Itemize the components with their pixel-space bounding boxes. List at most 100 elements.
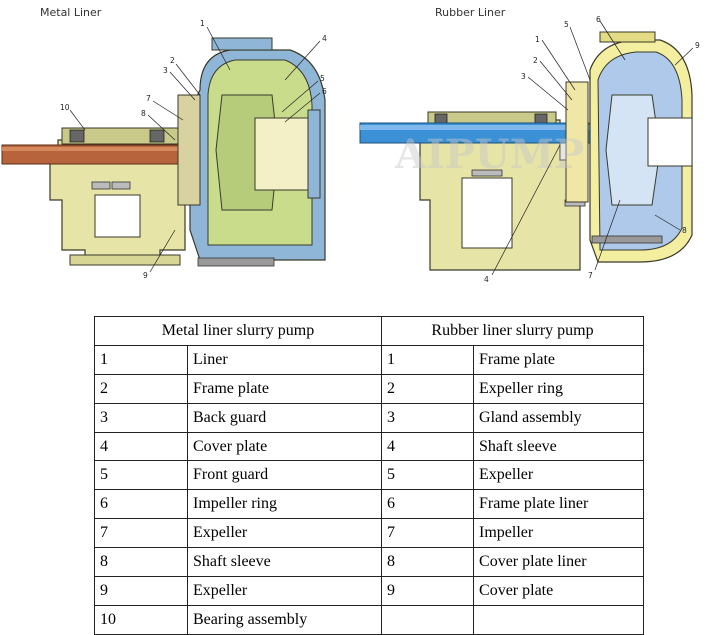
- metal-callout-4: 4: [322, 34, 327, 43]
- rubber-part-number: 1: [381, 344, 475, 375]
- metal-part-number: 7: [94, 518, 188, 549]
- parts-table-header-row: Metal liner slurry pump Rubber liner slu…: [93, 316, 645, 346]
- metal-callout-5: 5: [320, 74, 325, 83]
- rubber-callout-8: 8: [682, 226, 687, 235]
- metal-discharge-flange: [211, 37, 273, 51]
- metal-callout-leaders: [69, 26, 321, 273]
- metal-part-name: Frame plate: [186, 373, 383, 404]
- metal-suction-flange: [307, 109, 321, 199]
- rubber-callout-4: 4: [484, 275, 489, 284]
- metal-callout-9: 9: [143, 271, 148, 280]
- rubber-frame-window: [461, 177, 513, 249]
- rubber-part-name: Expeller: [473, 460, 645, 491]
- rubber-part-number: 3: [381, 402, 475, 433]
- rubber-part-name: Gland assembly: [473, 402, 645, 433]
- metal-shaft-highlight: [2, 147, 227, 151]
- metal-base-bolt-1: [197, 257, 275, 267]
- metal-part-name: Liner: [186, 344, 383, 375]
- rubber-part-number: 8: [381, 547, 475, 578]
- rubber-discharge-flange: [599, 31, 656, 43]
- metal-part-name: Shaft sleeve: [186, 547, 383, 578]
- metal-frame-base: [69, 254, 181, 266]
- metal-stuffing-box: [177, 94, 201, 206]
- rubber-part-name: Frame plate liner: [473, 489, 645, 520]
- rubber-callout-leaders: [491, 20, 694, 276]
- rubber-stuffing-box: [565, 81, 589, 203]
- metal-part-number: 5: [94, 460, 188, 491]
- rubber-part-name: Cover plate liner: [473, 547, 645, 578]
- metal-bearing-right: [149, 129, 165, 143]
- metal-suction-pipe: [254, 117, 314, 191]
- metal-part-number: 10: [94, 604, 188, 635]
- metal-callout-8: 8: [141, 109, 146, 118]
- rubber-callout-2: 2: [533, 56, 538, 65]
- rubber-callout-5: 5: [564, 20, 569, 29]
- rubber-liner-pump-drawing: AIPUMP 1 2 3 4 5 6 7 8 9: [359, 15, 700, 284]
- metal-part-name: Cover plate: [186, 431, 383, 462]
- metal-part-number: 1: [94, 344, 188, 375]
- metal-part-number: 8: [94, 547, 188, 578]
- metal-part-name: Back guard: [186, 402, 383, 433]
- rubber-part-name: Impeller: [473, 518, 645, 549]
- metal-part-name: Expeller: [186, 576, 383, 606]
- rubber-part-name: Cover plate: [473, 576, 645, 606]
- metal-callout-1: 1: [200, 19, 205, 28]
- metal-part-name: Bearing assembly: [186, 604, 383, 635]
- rubber-frame-bolt-1: [471, 169, 503, 177]
- metal-callout-10: 10: [60, 103, 70, 112]
- rubber-callout-6: 6: [596, 15, 601, 24]
- watermark-text: AIPUMP: [394, 131, 584, 178]
- pump-cross-section-drawings: 1 2 3 4 5 6 7 8 9 10 AIPUMP: [1, 15, 700, 284]
- rubber-part-number: 9: [381, 576, 475, 606]
- rubber-part-number: 2: [381, 373, 475, 404]
- metal-callout-7: 7: [146, 94, 151, 103]
- rubber-callout-9: 9: [695, 41, 700, 50]
- metal-part-number: 6: [94, 489, 188, 520]
- metal-callout-6: 6: [322, 87, 327, 96]
- metal-liner-pump-drawing: 1 2 3 4 5 6 7 8 9 10: [1, 19, 327, 280]
- rubber-part-number: 5: [381, 460, 475, 491]
- metal-callout-2: 2: [170, 56, 175, 65]
- rubber-shaft-highlight: [360, 125, 610, 130]
- rubber-base-bolt: [591, 235, 663, 244]
- rubber-part-number: [381, 604, 475, 635]
- metal-frame-bolt-2: [111, 181, 131, 190]
- rubber-callout-1: 1: [535, 35, 540, 44]
- metal-part-number: 4: [94, 431, 188, 462]
- rubber-part-number: 7: [381, 518, 475, 549]
- metal-bearing-left: [69, 129, 85, 143]
- rubber-part-number: 6: [381, 489, 475, 520]
- metal-part-number: 2: [94, 373, 188, 404]
- metal-part-name: Impeller ring: [186, 489, 383, 520]
- metal-callout-3: 3: [163, 66, 168, 75]
- rubber-part-name: Frame plate: [473, 344, 645, 375]
- rubber-liner-title: Rubber Liner: [435, 6, 506, 19]
- metal-liner-title: Metal Liner: [40, 6, 102, 19]
- rubber-part-name: Expeller ring: [473, 373, 645, 404]
- rubber-callout-7: 7: [588, 271, 593, 280]
- rubber-liner-header: Rubber liner slurry pump: [381, 316, 645, 346]
- rubber-callout-3: 3: [521, 72, 526, 81]
- rubber-part-name: Shaft sleeve: [473, 431, 645, 462]
- parts-table: Metal liner slurry pump Rubber liner slu…: [93, 316, 645, 635]
- rubber-part-name: [473, 604, 645, 635]
- metal-part-number: 3: [94, 402, 188, 433]
- rubber-impeller: [605, 94, 661, 206]
- metal-liner-header: Metal liner slurry pump: [93, 316, 383, 346]
- metal-frame-window: [94, 194, 141, 238]
- metal-part-name: Front guard: [186, 460, 383, 491]
- metal-frame-bolt-1: [91, 181, 111, 190]
- rubber-suction-pipe: [647, 117, 693, 167]
- metal-part-number: 9: [94, 576, 188, 606]
- rubber-part-number: 4: [381, 431, 475, 462]
